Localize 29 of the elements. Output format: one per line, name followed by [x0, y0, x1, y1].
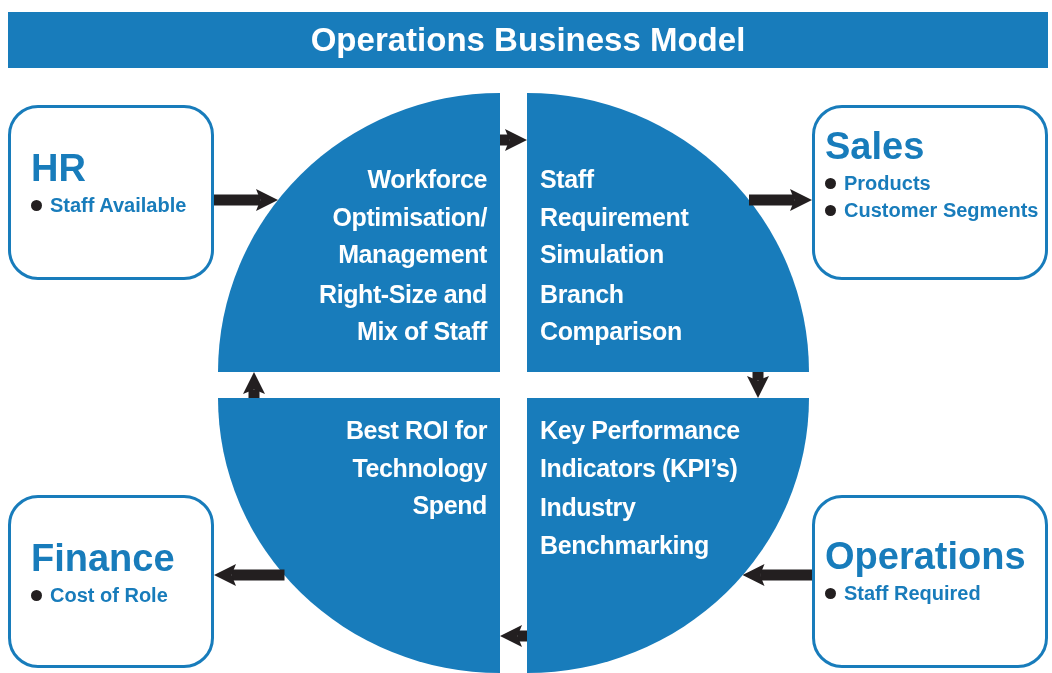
quadrant-text: Staff Requirement Simulation [540, 164, 690, 270]
quadrant-text: Key Performance Indicators (KPI’s) [540, 415, 741, 484]
quadrant-text: Best ROI for Technology Spend [344, 415, 487, 521]
quadrant-text: Branch Comparison [540, 278, 683, 347]
block-arrow [742, 564, 812, 586]
quadrant-text: Right-Size and Mix of Staff [318, 278, 487, 347]
block-arrow [749, 189, 812, 211]
block-arrow [243, 372, 265, 398]
box-heading: Sales [825, 126, 926, 168]
title-bar: Operations Business Model [8, 12, 1048, 68]
block-arrow [214, 564, 285, 586]
box-heading: Operations [825, 536, 1027, 578]
quadrant-text: Workforce Optimisation/ Management [331, 164, 487, 270]
category-box [812, 495, 1048, 668]
box-heading: HR [31, 148, 87, 190]
block-arrow [214, 189, 278, 211]
bullet-text: Staff Available [50, 193, 187, 217]
category-box [812, 105, 1048, 280]
box-heading: Finance [31, 538, 176, 580]
bullet-text: Customer Segments [844, 198, 1039, 222]
block-arrow [500, 625, 527, 647]
block-arrow [747, 372, 769, 398]
category-box [8, 495, 214, 668]
quadrant-text: Industry Benchmarking [540, 492, 710, 561]
category-box [8, 105, 214, 280]
bullet-text: Cost of Role [50, 583, 168, 607]
bullet-text: Products [844, 171, 931, 195]
bullet-text: Staff Required [844, 581, 981, 605]
block-arrow [500, 129, 527, 151]
